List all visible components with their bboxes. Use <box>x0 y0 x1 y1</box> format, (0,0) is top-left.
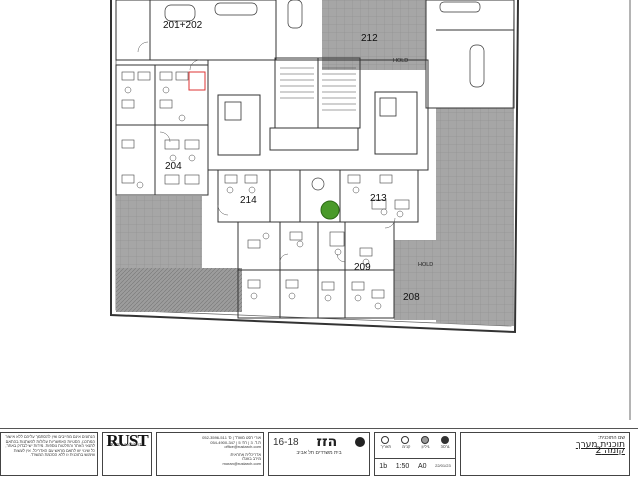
meta-header: קנ"מ <box>402 444 411 449</box>
planter-icon <box>320 200 340 220</box>
meta-header: גיליון <box>421 444 430 449</box>
room-label-204: 204 <box>165 161 182 172</box>
plan-info-cell: שם התוכנית: תוכנית מערך קומה 2 <box>460 432 630 476</box>
architect-email: office@rustarch.com <box>224 444 261 450</box>
architect-line-4: אדריכלית אחראית: <box>229 451 261 457</box>
meta-header: גרסה <box>440 444 450 449</box>
status-circle-icon <box>421 436 429 444</box>
zone-208 <box>394 240 436 320</box>
status-circle-icon <box>381 436 389 444</box>
zone-southwest <box>116 268 242 312</box>
plan-floor: קומה 2 <box>595 445 625 456</box>
rust-logo-sub: RUST Architects <box>110 442 144 447</box>
architect-info-cell: אורי רסט משרד | ס' 052-3596-511 ת.ד. 3 |… <box>156 432 264 476</box>
project-cell: 16-18 הזז בית משרדים תל אביב <box>268 432 370 476</box>
notes-text: הנתונים אינם מחייבים ואין להסתמך עליהם ל… <box>5 434 95 458</box>
project-logo-icon <box>354 437 365 447</box>
title-block: הנתונים אינם מחייבים ואין להסתמך עליהם ל… <box>0 428 638 481</box>
project-address: 16-18 <box>273 436 299 448</box>
plan-title: תוכנית מערך <box>575 439 625 450</box>
zone-west <box>116 196 202 268</box>
meta-cell: גרסה גיליון קנ"מ תאריך 1b 1:50 A0 22/01/… <box>374 432 456 476</box>
room-label-208: 208 <box>403 292 420 303</box>
floor-plan-drawing: 201+202 212 HOLD 204 214 213 209 HOLD 20… <box>110 0 631 420</box>
room-label-214: 214 <box>240 195 257 206</box>
status-circle-icon <box>401 436 409 444</box>
room-label-hold-north: HOLD <box>393 58 408 64</box>
project-name: הזז <box>316 433 338 450</box>
building-outline <box>110 0 519 334</box>
plan-info-label: שם התוכנית: <box>598 435 625 441</box>
status-circle-icon <box>441 436 449 444</box>
date-value: 22/01/23 <box>435 462 451 468</box>
architect-logo-cell: RUST RUST Architects <box>102 432 152 476</box>
zone-east <box>436 108 514 326</box>
project-subtitle: בית משרדים תל אביב <box>296 450 342 456</box>
architect-line-5: מירב בוזגלו <box>242 456 261 462</box>
scale-value: 1:50 <box>395 462 410 470</box>
meta-header: תאריך <box>380 444 392 449</box>
room-label-213: 213 <box>370 193 387 204</box>
room-label-201-202: 201+202 <box>163 20 203 31</box>
room-label-209: 209 <box>354 262 371 273</box>
architect-email-2: moran@rustarch.com <box>222 460 261 466</box>
architect-line-2: ת.ד. 3 | רח' 5 | 054-4900-347 <box>210 439 261 445</box>
highlight-mark <box>188 71 206 91</box>
sheet-size-value: A0 <box>417 462 427 470</box>
room-label-212: 212 <box>361 33 378 44</box>
room-label-hold-south: HOLD <box>418 262 433 268</box>
version-value: 1b <box>379 462 388 470</box>
notes-cell: הנתונים אינם מחייבים ואין להסתמך עליהם ל… <box>0 432 98 476</box>
architect-line-1: אורי רסט משרד | ס' 052-3596-511 <box>202 435 261 440</box>
